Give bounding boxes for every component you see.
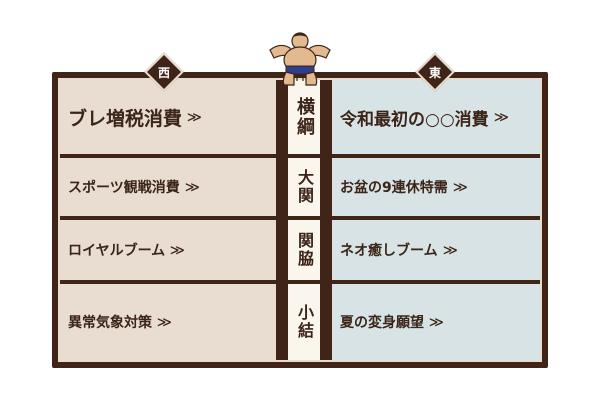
east-item-komusubi[interactable]: 夏の変身願望 ≫ [332, 284, 540, 360]
chevron-down-icon: ≫ [452, 180, 468, 194]
east-item-sekiwake[interactable]: ネオ癒しブーム ≫ [332, 220, 540, 280]
east-label: お盆の9連休特需 [340, 180, 448, 196]
west-label: スポーツ観戦消費 [68, 180, 180, 196]
west-label: ブレ増税消費 [68, 107, 183, 130]
sumo-wrestler-icon [269, 32, 331, 86]
west-item-ozeki[interactable]: スポーツ観戦消費 ≫ [60, 158, 276, 216]
chevron-down-icon: ≫ [184, 180, 200, 194]
row-divider [60, 280, 540, 284]
table-row: スポーツ観戦消費 ≫ 大関 お盆の9連休特需 ≫ [60, 158, 540, 216]
rank-ozeki: 大関 [288, 158, 320, 216]
chevron-down-icon: ≫ [156, 315, 172, 329]
chevron-down-icon: ≫ [442, 243, 458, 257]
banzuke-table: ブレ増税消費 ≫ 横綱 令和最初の○○消費 ≫ スポーツ観戦消費 ≫ 大関 お盆… [58, 78, 542, 362]
chevron-down-icon: ≫ [493, 110, 509, 124]
table-row: ロイヤルブーム ≫ 関脇 ネオ癒しブーム ≫ [60, 220, 540, 280]
west-badge: 西 [144, 52, 184, 92]
east-badge: 東 [415, 52, 455, 92]
west-label: ロイヤルブーム [68, 243, 166, 259]
rank-column: 関脇 [276, 220, 332, 280]
row-divider [60, 216, 540, 220]
west-badge-label: 西 [157, 65, 170, 80]
west-label: 異常気象対策 [68, 315, 152, 331]
rank-column: 大関 [276, 158, 332, 216]
rank-yokozuna: 横綱 [288, 80, 320, 154]
table-row: 異常気象対策 ≫ 小結 夏の変身願望 ≫ [60, 284, 540, 360]
table-row: ブレ増税消費 ≫ 横綱 令和最初の○○消費 ≫ [60, 80, 540, 154]
chevron-down-icon: ≫ [428, 315, 444, 329]
west-item-komusubi[interactable]: 異常気象対策 ≫ [60, 284, 276, 360]
chevron-down-icon: ≫ [186, 110, 202, 124]
west-item-yokozuna[interactable]: ブレ増税消費 ≫ [60, 80, 276, 154]
east-badge-label: 東 [428, 65, 441, 80]
east-item-yokozuna[interactable]: 令和最初の○○消費 ≫ [332, 80, 540, 154]
east-item-ozeki[interactable]: お盆の9連休特需 ≫ [332, 158, 540, 216]
east-label: 夏の変身願望 [340, 315, 424, 331]
rank-komusubi: 小結 [288, 284, 320, 360]
rank-sekiwake: 関脇 [288, 220, 320, 280]
chevron-down-icon: ≫ [169, 243, 185, 257]
east-label: ネオ癒しブーム [340, 243, 438, 259]
rank-column: 小結 [276, 284, 332, 360]
banzuke-board: ブレ増税消費 ≫ 横綱 令和最初の○○消費 ≫ スポーツ観戦消費 ≫ 大関 お盆… [52, 72, 548, 368]
row-divider [60, 154, 540, 158]
east-label: 令和最初の○○消費 [340, 109, 489, 130]
rank-column: 横綱 [276, 80, 332, 154]
west-item-sekiwake[interactable]: ロイヤルブーム ≫ [60, 220, 276, 280]
